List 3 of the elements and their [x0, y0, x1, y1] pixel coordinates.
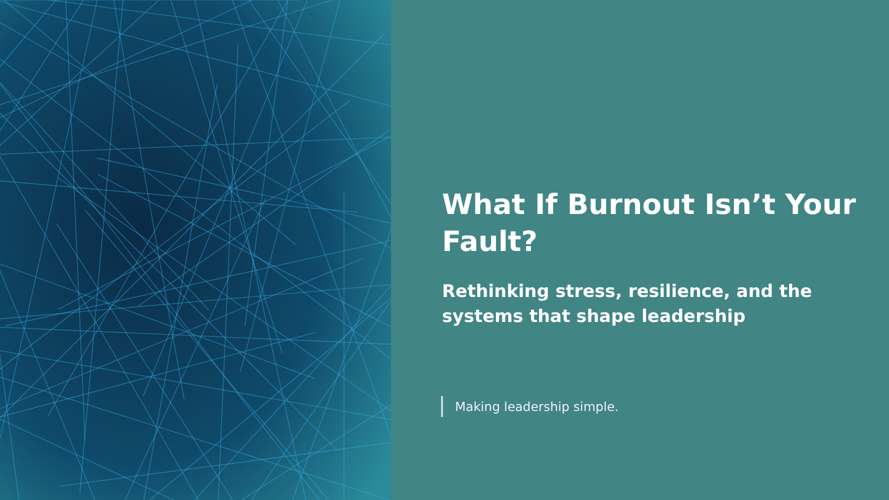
subtitle: Rethinking stress, resilience, and the systems that shape leadership	[442, 281, 813, 329]
title: What If Burnout Isn’t Your Fault?	[442, 187, 857, 260]
tagline: Making leadership simple.	[455, 398, 619, 416]
